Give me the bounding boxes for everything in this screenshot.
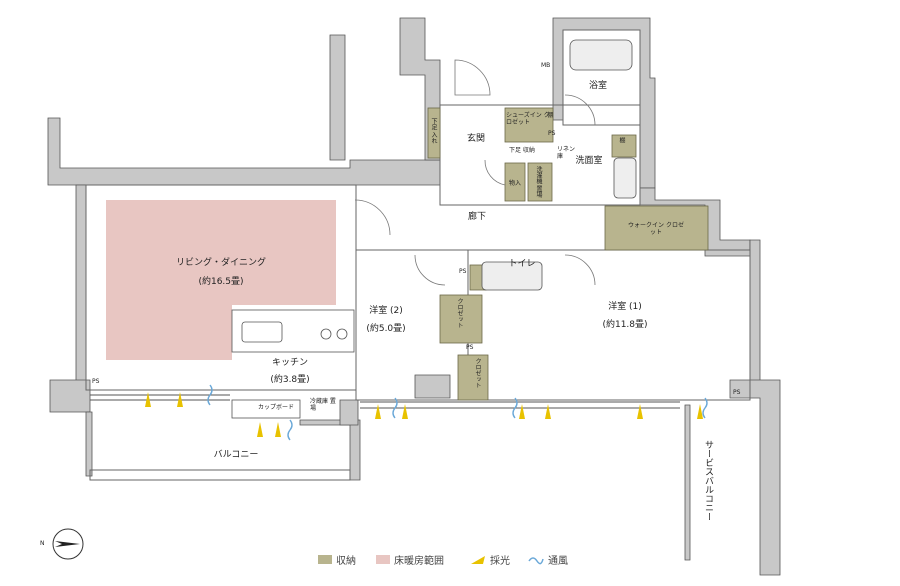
linen-label: リネン 庫 <box>557 146 576 160</box>
legend-floor-heating: 床暖房範囲 <box>376 552 444 567</box>
floor-heating-area <box>106 200 336 360</box>
living-dining-label: リビング・ダイニング <box>175 258 267 268</box>
ps-label-1: PS <box>92 378 100 385</box>
bath-fixtures <box>481 39 637 291</box>
wind-icon <box>528 556 544 564</box>
western1-label: 洋室 (1) <box>608 302 642 312</box>
kitchen-label: キッチン <box>271 358 309 368</box>
western2-size: (約5.0畳) <box>366 324 406 334</box>
hallway-label: 廊下 <box>467 212 487 222</box>
washroom-label: 洗面室 <box>575 156 603 166</box>
entrance-label: 玄関 <box>466 134 486 144</box>
storage-swatch <box>318 555 332 564</box>
legend-storage: 収納 <box>318 552 356 567</box>
legend-light-text: 採光 <box>490 556 510 567</box>
light-markers <box>145 392 703 437</box>
geta2-label: 下足 収納 <box>509 147 535 154</box>
compass-north-label: N <box>40 540 45 547</box>
washer-label: 洗濯機 置場 <box>535 166 542 198</box>
shoes-in-closet-label: シューズイン クロゼット <box>506 112 550 126</box>
western2-label: 洋室 (2) <box>369 306 403 316</box>
legend-wind: 通風 <box>528 552 568 567</box>
geta-label: 下足 入れ <box>430 118 437 144</box>
compass-icon <box>52 528 84 560</box>
floor-heating-swatch <box>376 555 390 564</box>
legend-floor-heating-text: 床暖房範囲 <box>394 556 444 567</box>
mb-label: MB <box>541 62 551 69</box>
walls <box>47 17 781 576</box>
ps-label-3: PS <box>466 344 474 351</box>
legend-light: 採光 <box>470 552 510 567</box>
room-outlines <box>85 29 751 481</box>
cupboard-label: カップボード <box>258 404 295 411</box>
closet-w2-label: クロゼット <box>474 358 481 388</box>
walk-in-closet-label: ウォークイン クロゼット <box>628 222 684 236</box>
balcony-label: バルコニー <box>213 450 259 460</box>
light-icon <box>471 555 485 564</box>
ps-label-4: PS <box>548 130 556 137</box>
shelf2-label: 棚 <box>618 137 625 143</box>
shelf-label: 棚 <box>547 112 554 119</box>
living-dining-size: (約16.5畳) <box>198 277 244 287</box>
doors <box>354 59 596 286</box>
storage-areas <box>427 107 709 401</box>
kitchen-counter <box>231 309 355 419</box>
legend-wind-text: 通風 <box>548 556 568 567</box>
windows <box>90 394 680 409</box>
fridge-label: 冷蔵庫 置場 <box>310 398 336 412</box>
bath-label: 浴室 <box>588 81 608 91</box>
toilet-label: トイレ <box>508 259 536 269</box>
ps-label-5: PS <box>733 389 741 396</box>
wind-markers <box>207 384 708 441</box>
legend-storage-text: 収納 <box>336 556 356 567</box>
western1-size: (約11.8畳) <box>602 320 648 330</box>
closet-v-label: クロゼット <box>456 298 463 328</box>
kitchen-size: (約3.8畳) <box>270 375 310 385</box>
service-balcony-label: サービスバルコニー <box>703 440 713 521</box>
ps-label-2: PS <box>459 268 467 275</box>
storage-in-label: 物入 <box>509 180 522 187</box>
